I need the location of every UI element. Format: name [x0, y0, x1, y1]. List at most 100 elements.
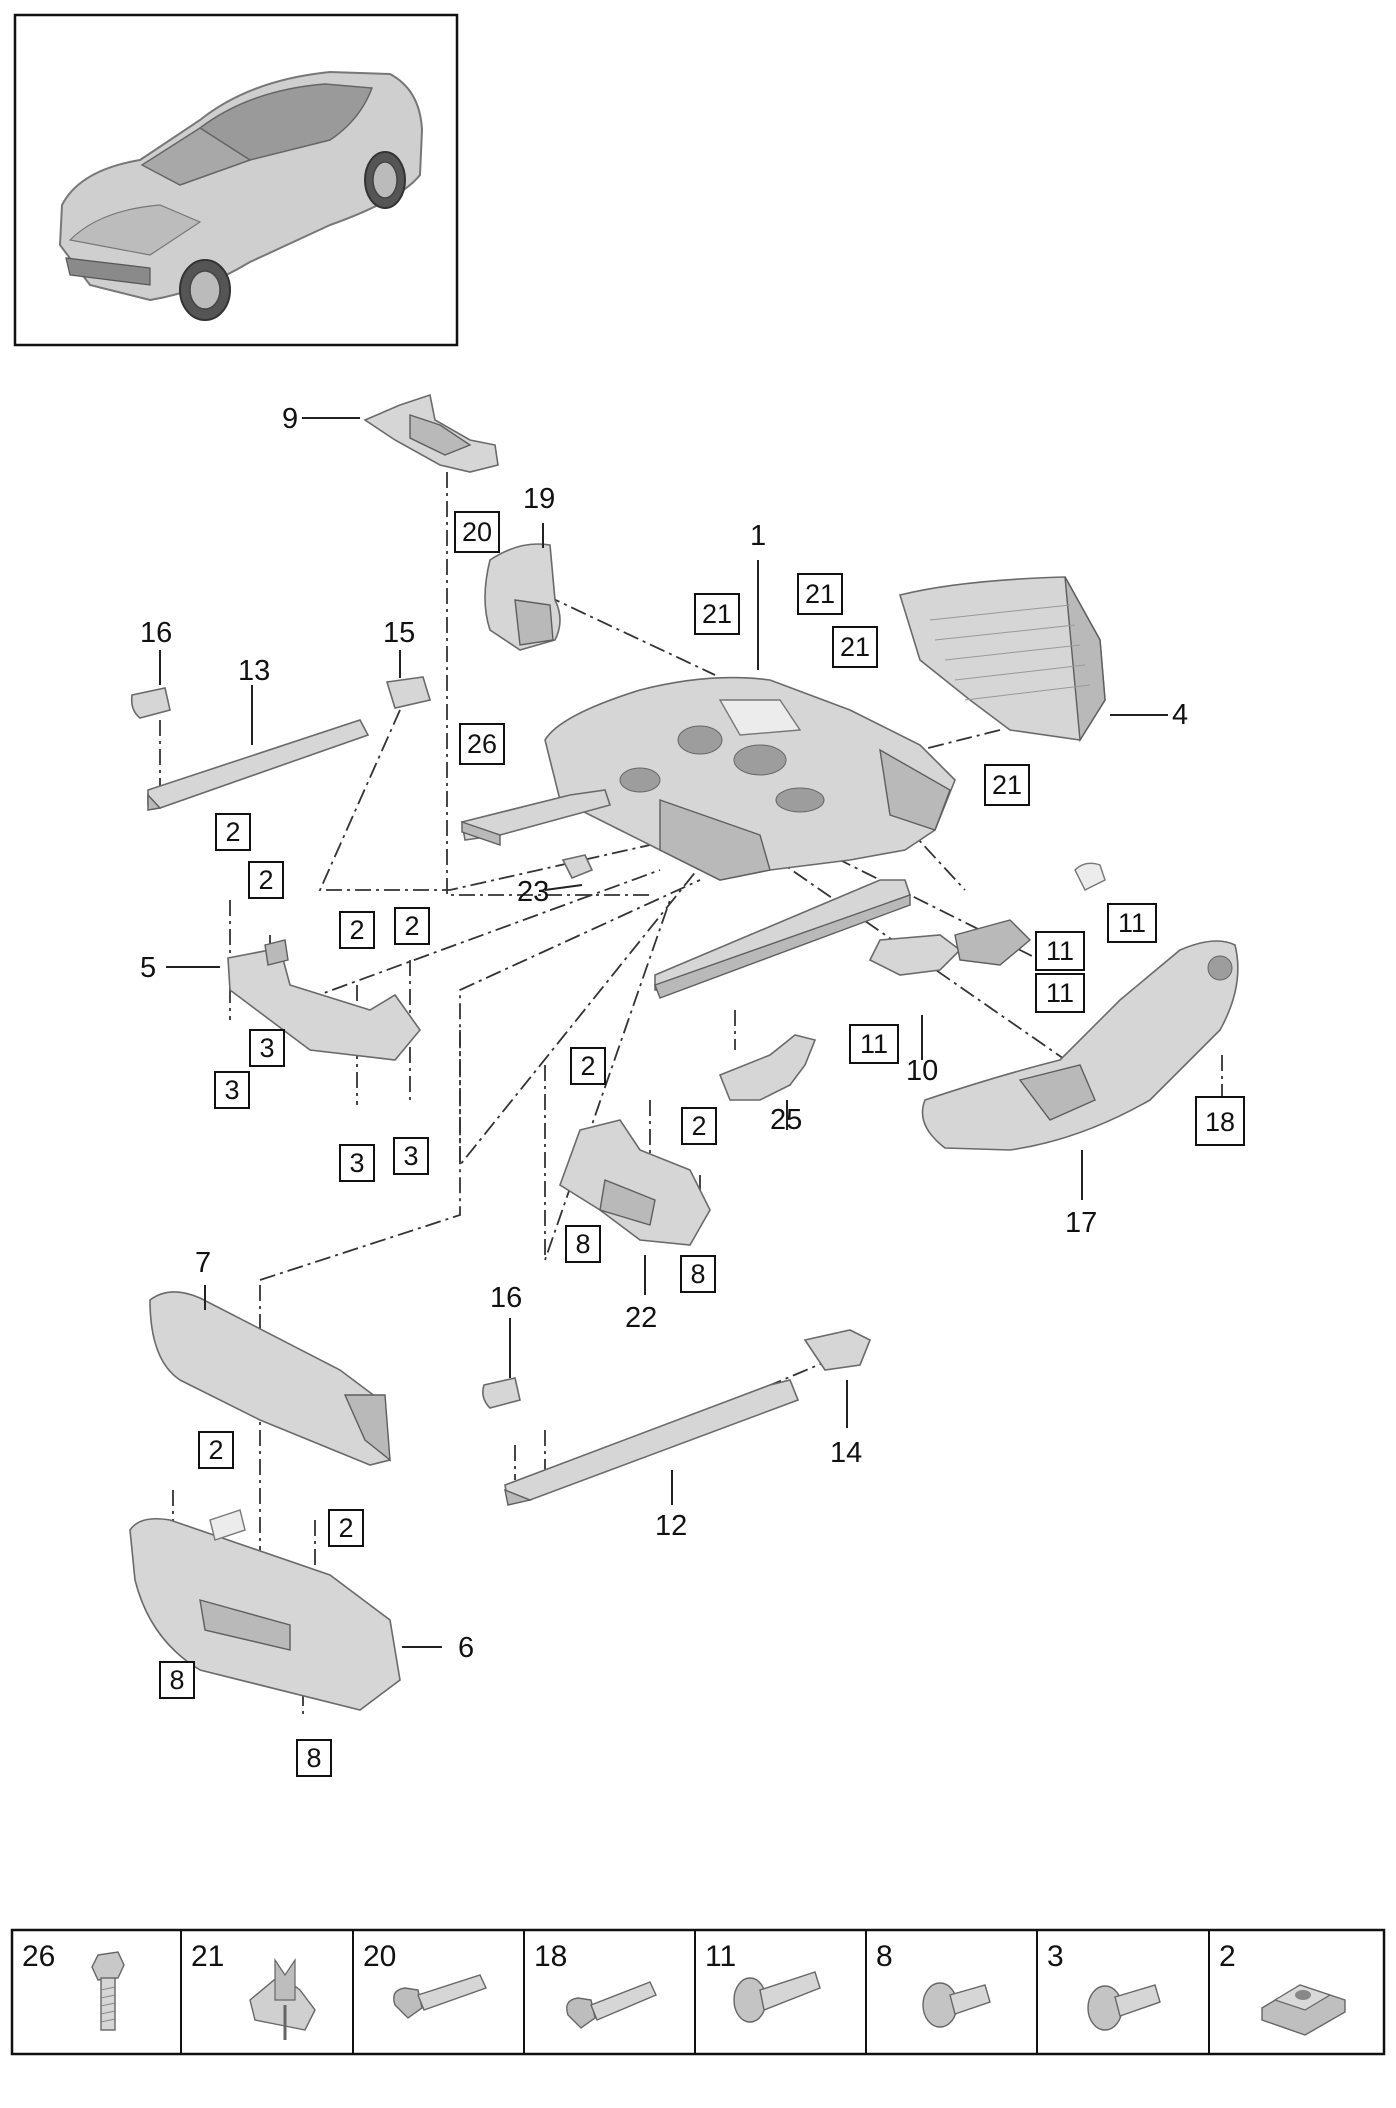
svg-text:18: 18: [1205, 1107, 1235, 1137]
callout-5: 5: [140, 952, 156, 984]
boxed-callout-2-c: 2: [339, 911, 375, 949]
boxed-callout-8-c: 8: [159, 1661, 195, 1699]
boxed-callout-2-a: 2: [215, 813, 251, 851]
part-12-sill: [504, 1379, 800, 1506]
svg-text:11: 11: [1046, 936, 1074, 966]
svg-text:21: 21: [840, 632, 870, 662]
part-10-harness: [868, 862, 1106, 976]
svg-text:2: 2: [258, 865, 273, 895]
boxed-callouts: 20 21 21 21 21 26 2 2: [159, 511, 1245, 1777]
part-16-cap-top: [130, 687, 171, 719]
boxed-callout-21-b: 21: [797, 573, 843, 615]
svg-text:3: 3: [224, 1075, 239, 1105]
svg-text:2: 2: [691, 1111, 706, 1141]
svg-text:2: 2: [349, 915, 364, 945]
part-16-cap-bottom: [482, 1377, 521, 1409]
part-17-side-cover: [921, 940, 1239, 1151]
svg-text:11: 11: [860, 1029, 888, 1059]
boxed-callout-11-b: 11: [1035, 931, 1085, 971]
svg-text:3: 3: [403, 1141, 418, 1171]
boxed-callout-2-e: 2: [570, 1047, 606, 1085]
seat-rail-right: [654, 879, 911, 999]
boxed-callout-3-a: 3: [249, 1029, 285, 1067]
part-7-trim: [149, 1291, 391, 1466]
svg-text:8: 8: [306, 1743, 321, 1773]
part-23-pin: [561, 854, 594, 880]
part-4-trim-panel: [898, 576, 1106, 743]
callout-17: 17: [1065, 1207, 1097, 1239]
svg-text:21: 21: [805, 579, 835, 609]
part-25-bracket: [718, 1034, 817, 1101]
part-19-cover: [484, 543, 561, 651]
flange-screw-icon: [733, 1971, 821, 2023]
svg-text:26: 26: [467, 729, 497, 759]
svg-text:3: 3: [349, 1148, 364, 1178]
svg-text:2: 2: [208, 1435, 223, 1465]
boxed-callout-8-d: 8: [296, 1739, 332, 1777]
callout-25: 25: [770, 1104, 802, 1136]
callout-19: 19: [523, 483, 555, 515]
part-1-seat-frame: [544, 676, 956, 881]
part-6-trim: [129, 1509, 401, 1711]
boxed-callout-3-c: 3: [339, 1144, 375, 1182]
callout-6: 6: [458, 1632, 474, 1664]
vehicle-thumbnail: [13, 13, 459, 347]
key-label-26: 26: [22, 1940, 55, 1973]
boxed-callout-11-a: 11: [1107, 903, 1157, 943]
expansion-rivet-icon: [393, 1974, 487, 2019]
car-icon: [58, 70, 424, 321]
callout-9: 9: [282, 403, 298, 435]
boxed-callout-20: 20: [454, 511, 500, 553]
boxed-callout-3-d: 3: [393, 1137, 429, 1175]
hex-bolt-icon: [91, 1951, 125, 2031]
svg-text:20: 20: [462, 517, 492, 547]
boxed-callout-26: 26: [459, 723, 505, 765]
boxed-callout-2-f: 2: [681, 1107, 717, 1145]
callout-16-top: 16: [140, 617, 172, 649]
boxed-callout-2-d: 2: [394, 907, 430, 945]
thumbnail-frame: [13, 13, 459, 347]
key-label-2: 2: [1219, 1940, 1236, 1973]
svg-text:21: 21: [702, 599, 732, 629]
boxed-callout-2-h: 2: [328, 1509, 364, 1547]
boxed-callout-2-g: 2: [198, 1431, 234, 1469]
boxed-callout-3-b: 3: [214, 1071, 250, 1109]
callout-labels: 9 19 1 16 13 15 4 5 23 10 25 17 22 7 16 …: [140, 403, 1188, 1664]
callout-14: 14: [830, 1437, 862, 1469]
svg-text:11: 11: [1118, 908, 1146, 938]
svg-text:2: 2: [338, 1513, 353, 1543]
svg-text:11: 11: [1046, 978, 1074, 1008]
callout-10: 10: [906, 1055, 938, 1087]
callout-4: 4: [1172, 699, 1188, 731]
part-26-rail: [461, 789, 612, 846]
key-label-3: 3: [1047, 1940, 1064, 1973]
callout-7: 7: [195, 1247, 211, 1279]
boxed-callout-8-b: 8: [680, 1255, 716, 1293]
boxed-callout-18: 18: [1195, 1096, 1245, 1146]
svg-text:8: 8: [169, 1665, 184, 1695]
expansion-rivet-icon: [566, 1981, 657, 2029]
flange-screw-icon: [922, 1982, 991, 2028]
key-label-20: 20: [363, 1940, 396, 1973]
callout-23: 23: [517, 876, 549, 908]
part-9-bracket: [363, 393, 499, 473]
key-label-8: 8: [876, 1940, 893, 1973]
callout-13: 13: [238, 655, 270, 687]
boxed-callout-21-c: 21: [832, 626, 878, 668]
key-label-21: 21: [191, 1940, 224, 1973]
svg-text:21: 21: [992, 770, 1022, 800]
boxed-callout-11-c: 11: [1035, 973, 1085, 1013]
part-5-cover: [227, 939, 422, 1061]
part-22-bracket: [559, 1119, 711, 1246]
svg-text:2: 2: [225, 817, 240, 847]
svg-text:8: 8: [690, 1259, 705, 1289]
svg-text:8: 8: [575, 1229, 590, 1259]
fastener-key: 26 21 20 18 11 8 3 2: [10, 1928, 1386, 2056]
callout-15: 15: [383, 617, 415, 649]
boxed-callout-2-b: 2: [248, 861, 284, 899]
boxed-callout-21-d: 21: [984, 764, 1030, 806]
callout-1: 1: [750, 520, 766, 552]
svg-text:3: 3: [259, 1033, 274, 1063]
boxed-callout-21-a: 21: [694, 593, 740, 635]
